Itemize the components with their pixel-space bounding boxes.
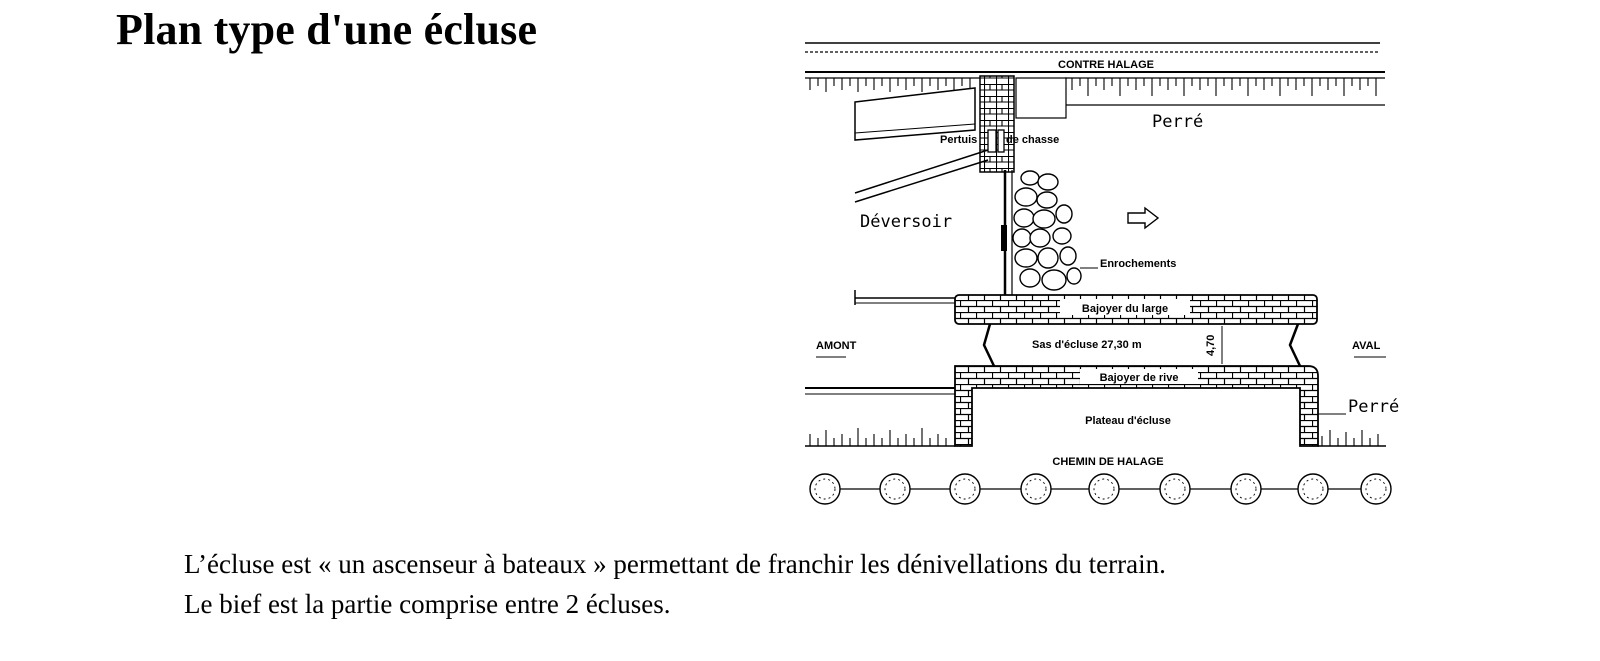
label-pertuis: Pertuis bbox=[940, 134, 977, 146]
deversoir bbox=[854, 149, 1013, 295]
caption-line-1: L’écluse est « un ascenseur à bateaux » … bbox=[184, 549, 1166, 579]
upper-bank-ticks-right bbox=[1071, 78, 1377, 96]
label-chemin: CHEMIN DE HALAGE bbox=[1052, 456, 1163, 468]
label-enrochements: Enrochements bbox=[1100, 258, 1176, 270]
top-boundary bbox=[805, 42, 1380, 53]
label-aval: AVAL bbox=[1352, 340, 1381, 352]
lower-right-bank bbox=[1318, 413, 1386, 447]
label-width: 4,70 bbox=[1205, 335, 1217, 356]
label-bajoyer-large: Bajoyer du large bbox=[1082, 303, 1168, 315]
page-title: Plan type d'une écluse bbox=[116, 5, 538, 54]
pertuis-de-chasse bbox=[854, 75, 1067, 173]
label-contre-halage: CONTRE HALAGE bbox=[1058, 59, 1154, 71]
caption-line-2: Le bief est la partie comprise entre 2 é… bbox=[184, 589, 671, 619]
upper-bank-ticks-left bbox=[809, 78, 971, 92]
label-de-chasse: de chasse bbox=[1006, 134, 1059, 146]
tree-row bbox=[809, 473, 1392, 505]
label-sas: Sas d'écluse 27,30 m bbox=[1032, 339, 1142, 351]
label-perre-top: Perré bbox=[1152, 112, 1203, 132]
label-amont: AMONT bbox=[816, 340, 857, 352]
lower-left-bank bbox=[805, 387, 955, 447]
label-bajoyer-rive: Bajoyer de rive bbox=[1100, 372, 1179, 384]
bajoyer-de-rive bbox=[954, 365, 1319, 447]
contre-halage-strip bbox=[805, 71, 1385, 79]
label-plateau: Plateau d'écluse bbox=[1085, 415, 1171, 427]
label-deversoir: Déversoir bbox=[860, 212, 952, 232]
lock-chamber bbox=[982, 323, 1302, 367]
enrochements bbox=[1012, 170, 1082, 291]
caption: L’écluse est « un ascenseur à bateaux » … bbox=[184, 544, 1166, 624]
label-perre-right: Perré bbox=[1348, 397, 1399, 417]
upstream-bank bbox=[854, 290, 955, 305]
flow-arrow-icon bbox=[1127, 206, 1160, 230]
